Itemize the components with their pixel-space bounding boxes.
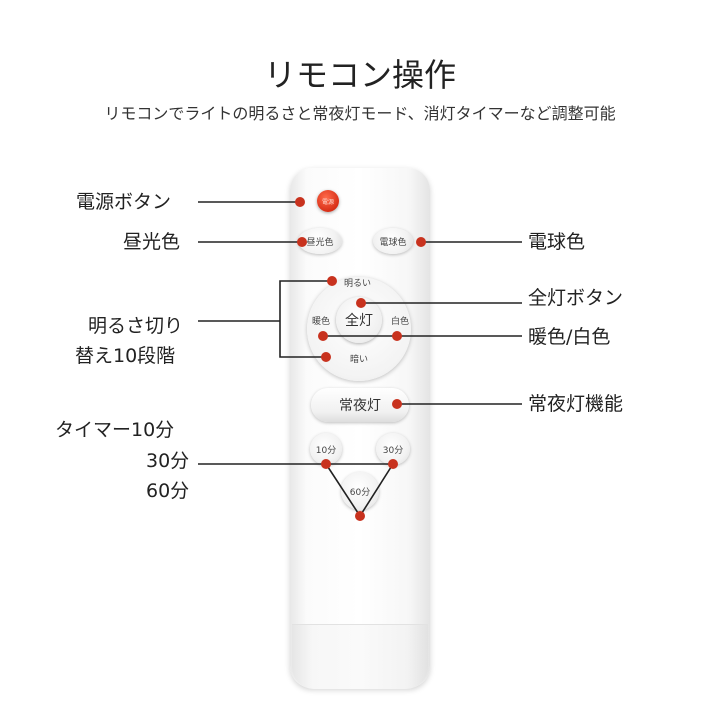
timer-10-label: 10分 [315,445,337,456]
power-button-label: 電源 [321,198,334,206]
callout-warm-white: 暖色/白色 [528,326,611,348]
dial-dim-label: 暗い [350,355,369,365]
marker-dots [295,197,426,521]
timer-30-button[interactable]: 30分 [376,433,410,465]
power-button[interactable]: 電源 [317,190,339,212]
callout-power: 電源ボタン [76,191,172,213]
dial-warm-label: 暖色 [312,317,331,327]
night-light-button-label: 常夜灯 [339,398,381,414]
timer-triangle [325,463,394,518]
timer-10-marker [321,459,331,469]
full-light-marker [356,298,366,308]
callout-brightness-line1: 明るさ切り [88,315,184,337]
timer-30-label: 30分 [382,445,404,456]
power-marker [295,197,305,207]
dim-marker [321,352,331,362]
timer-60-marker [355,511,365,521]
full-light-button-label: 全灯 [345,313,373,329]
callout-brightness-line2: 替え10段階 [75,345,176,367]
night-light-marker [392,399,402,409]
callout-warm-color: 電球色 [528,231,586,253]
remote-bottom-cap [292,624,428,689]
warm-color-button[interactable]: 電球色 [373,228,413,254]
callout-timer-line3: 60分 [146,480,190,502]
daylight-marker [297,237,307,247]
page-title: リモコン操作 [263,56,456,94]
bright-marker [327,276,337,286]
brightness-bracket [279,280,332,358]
timer-60-button[interactable]: 60分 [341,472,379,510]
daylight-button-label: 昼光色 [306,237,334,248]
callout-full-light: 全灯ボタン [528,287,624,309]
warm-color-button-label: 電球色 [379,237,407,248]
white-side-marker [392,331,402,341]
callout-daylight: 昼光色 [123,231,181,253]
dial-white-label: 白色 [391,317,410,327]
timer-60-label: 60分 [349,487,371,498]
warm-side-marker [318,331,328,341]
warm-color-marker [416,237,426,247]
timer-30-marker [388,459,398,469]
remote-control-body [290,168,430,688]
callout-timer-line1: タイマー10分 [55,419,175,441]
dial-bright-label: 明るい [344,279,372,289]
callout-night-light: 常夜灯機能 [528,393,624,415]
callout-timer-line2: 30分 [146,450,190,472]
page-subtitle: リモコンでライトの明るさと常夜灯モード、消灯タイマーなど調整可能 [104,104,616,123]
